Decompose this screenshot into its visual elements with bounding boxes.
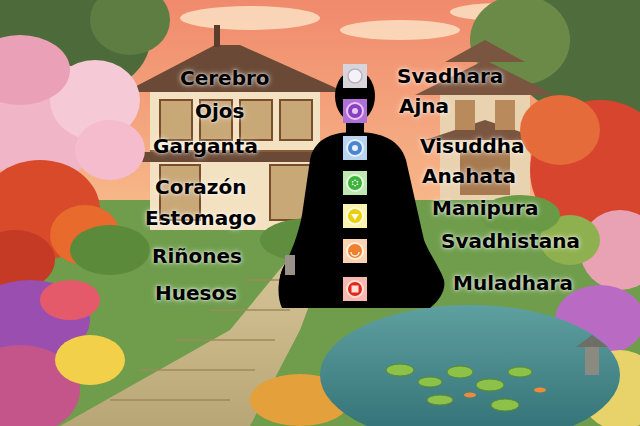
chakra-symbols [343, 64, 367, 301]
body-part-label: Estomago [145, 206, 256, 230]
chakra-name: Ajna [399, 94, 449, 118]
root-chakra [343, 277, 367, 301]
heart-chakra [343, 171, 367, 195]
chakra-name: Svadhistana [441, 229, 580, 253]
pond [320, 305, 620, 426]
body-part-label: Ojos [195, 99, 245, 123]
koi-fish [464, 388, 546, 398]
body-part-label: Corazón [155, 175, 246, 199]
crown-chakra [343, 64, 367, 88]
cherry-blossom-tree [0, 35, 145, 180]
chakra-name: Anahata [422, 164, 516, 188]
stone-lanterns [285, 255, 608, 375]
chakra-name: Visuddha [420, 134, 525, 158]
chakra-name: Muladhara [453, 271, 573, 295]
body-part-label: Huesos [155, 281, 237, 305]
solar-plexus-chakra [343, 204, 367, 228]
chakra-name: Manipura [432, 196, 538, 220]
sacral-chakra [343, 239, 367, 263]
chakra-name: Svadhara [397, 64, 503, 88]
body-part-label: Cerebro [180, 66, 270, 90]
red-tree-right [520, 95, 640, 290]
body-part-label: Riñones [152, 244, 242, 268]
third-eye-chakra [343, 99, 367, 123]
body-part-label: Garganta [153, 134, 258, 158]
throat-chakra [343, 136, 367, 160]
lily-pads [386, 364, 532, 411]
